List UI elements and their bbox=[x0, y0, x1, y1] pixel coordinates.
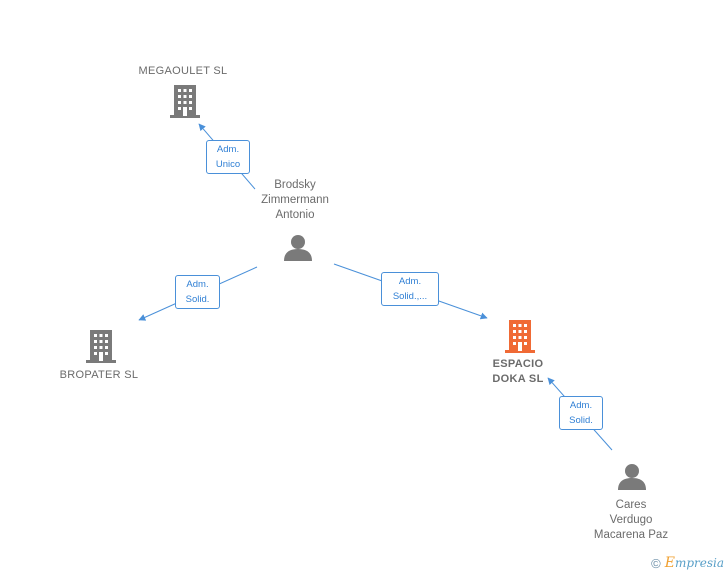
node-label-brodsky[interactable]: Brodsky Zimmermann Antonio bbox=[261, 179, 329, 221]
building-icon[interactable] bbox=[170, 85, 200, 118]
node-label-bropater[interactable]: BROPATER SL bbox=[59, 369, 139, 381]
node-label-espacio[interactable]: ESPACIO DOKA SL bbox=[492, 358, 544, 385]
building-icon[interactable] bbox=[505, 320, 535, 353]
edge-label-line2: Unico bbox=[215, 159, 241, 170]
edge-label-line1: Adm. bbox=[186, 279, 209, 290]
edge-label-line1: Adm. bbox=[398, 276, 422, 287]
edge-label-adm-solid-espacio[interactable]: Adm. Solid.,... bbox=[381, 272, 439, 306]
node-label-megaoulet[interactable]: MEGAOULET SL bbox=[138, 65, 228, 77]
edge-label-adm-solid-bropater[interactable]: Adm. Solid. bbox=[175, 275, 220, 309]
brand-logo-text: mpresia bbox=[674, 556, 724, 570]
edge-label-line1: Adm. bbox=[569, 400, 593, 411]
person-icon[interactable] bbox=[284, 235, 312, 261]
edge-label-adm-solid-cares[interactable]: Adm. Solid. bbox=[559, 396, 603, 430]
copyright-icon: © bbox=[651, 555, 661, 571]
footer-brand: © Empresia bbox=[651, 555, 724, 571]
building-icon[interactable] bbox=[86, 330, 116, 363]
brand-logo-initial: E bbox=[664, 555, 675, 571]
edge-label-line2: Solid.,... bbox=[392, 291, 428, 302]
person-icon[interactable] bbox=[618, 464, 646, 490]
edge-label-adm-unico[interactable]: Adm. Unico bbox=[206, 140, 250, 174]
node-label-cares[interactable]: Cares Verdugo Macarena Paz bbox=[593, 499, 669, 541]
brand-logo[interactable]: Empresia bbox=[665, 555, 724, 571]
edge-label-line2: Solid. bbox=[569, 415, 593, 426]
edge-label-line2: Solid. bbox=[185, 294, 210, 305]
edge-label-line1: Adm. bbox=[216, 144, 240, 155]
